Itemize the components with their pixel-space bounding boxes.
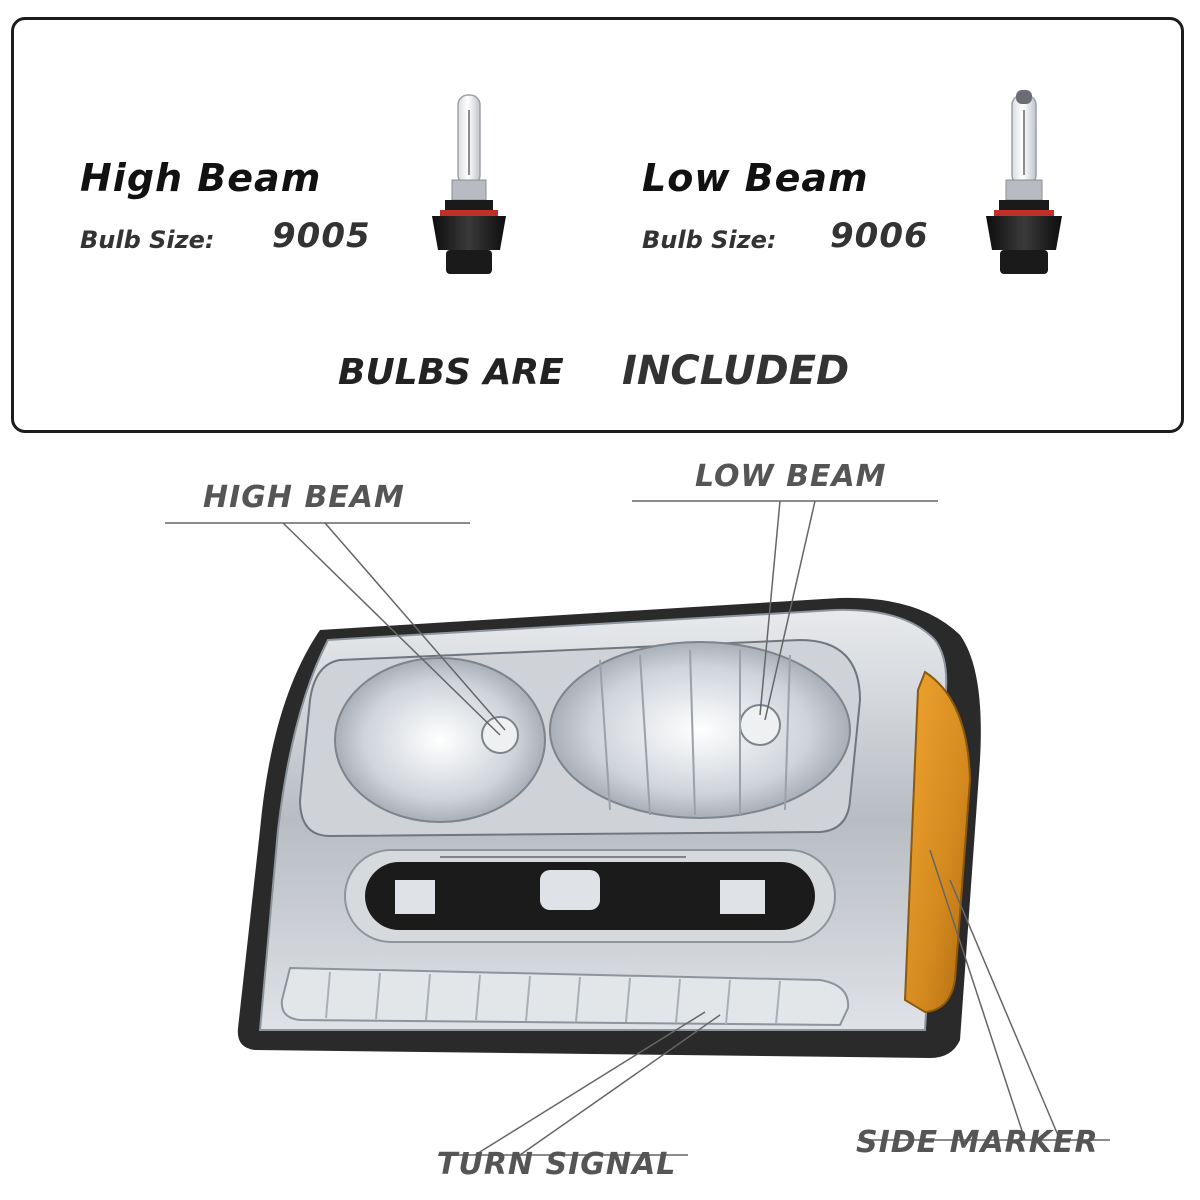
bulb-9005-icon (432, 94, 506, 274)
turn-signal-lens (280, 966, 850, 1027)
high-beam-reflector (334, 657, 546, 823)
high-beam-title: High Beam (80, 156, 322, 200)
bulb-illustrations (432, 90, 1062, 274)
high-beam-bulb-size: 9005 (272, 216, 371, 256)
callout-lines (165, 500, 938, 858)
callout-side-marker: SIDE MARKER (856, 1125, 1099, 1160)
low-beam-bulb-label: Bulb Size: (642, 226, 777, 254)
side-marker-amber-lens (903, 670, 972, 1014)
bulbs-are-text: BULBS ARE (338, 352, 564, 393)
low-beam-reflector (549, 641, 851, 819)
included-text: INCLUDED (622, 348, 850, 394)
low-beam-bulb-size: 9006 (830, 216, 929, 256)
high-beam-bulb-label: Bulb Size: (80, 226, 215, 254)
callout-turn-signal: TURN SIGNAL (437, 1147, 677, 1182)
callout-high-beam: HIGH BEAM (203, 480, 405, 515)
bulb-9006-icon (986, 90, 1062, 274)
callout-low-beam: LOW BEAM (695, 459, 887, 494)
low-beam-title: Low Beam (642, 156, 869, 200)
